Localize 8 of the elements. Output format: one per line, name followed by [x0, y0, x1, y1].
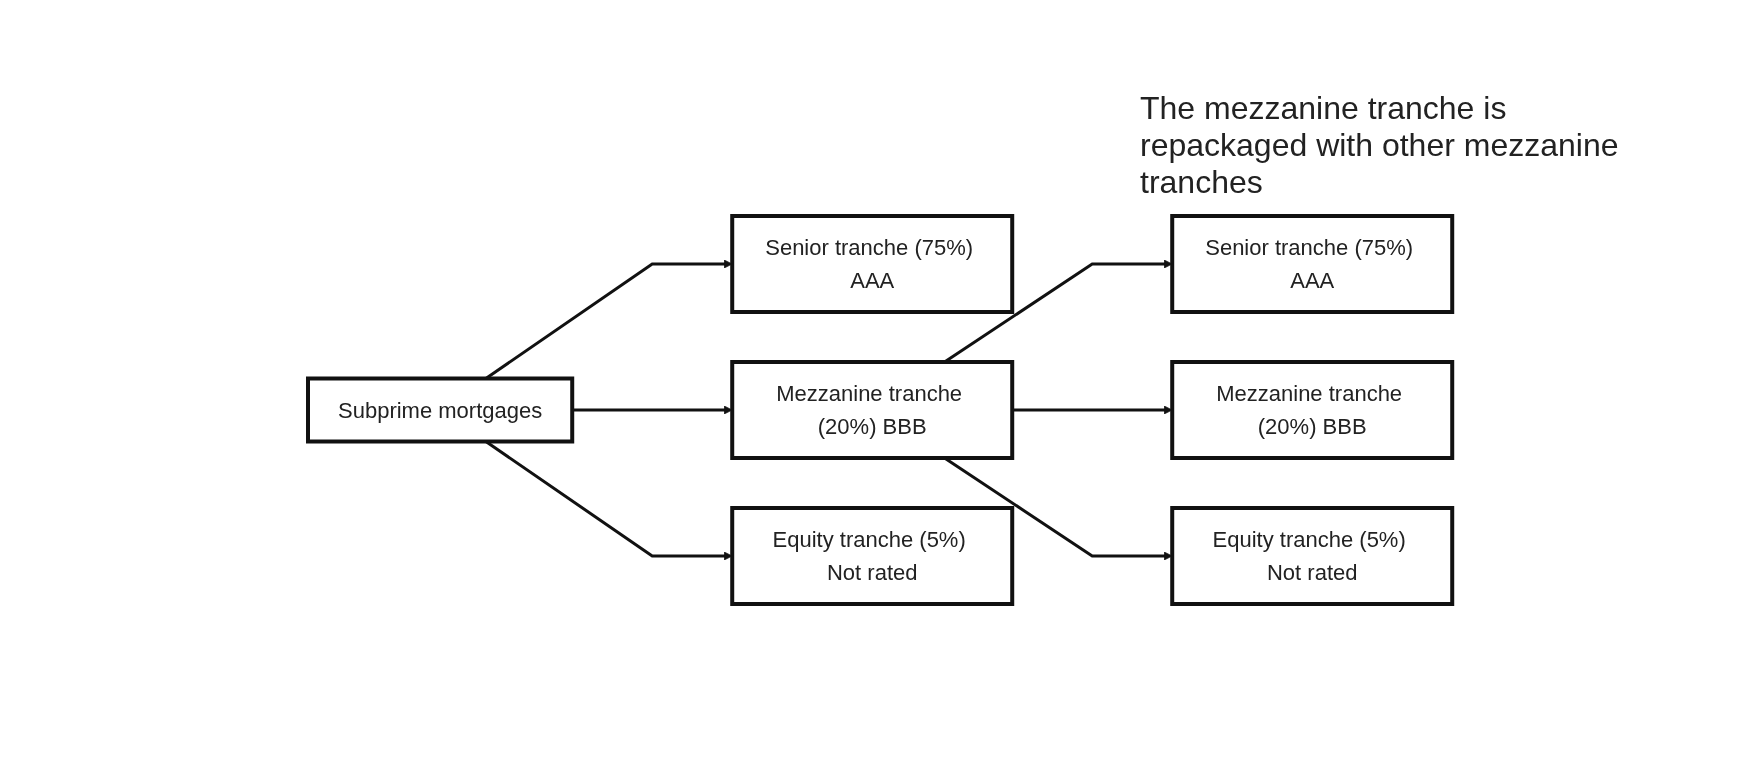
- node-box: Subprime mortgages: [305, 376, 575, 444]
- node-box: Equity tranche (5%) Not rated: [1170, 506, 1455, 606]
- node-box: Mezzanine tranche (20%) BBB: [1170, 360, 1455, 460]
- node-box: Equity tranche (5%) Not rated: [730, 506, 1015, 606]
- note-text: The mezzanine tranche is repackaged with other mezzanine tranches: [1140, 90, 1620, 201]
- node-box: Senior tranche (75%) AAA: [730, 214, 1015, 314]
- node-box: Senior tranche (75%) AAA: [1170, 214, 1455, 314]
- node-box: Mezzanine tranche (20%) BBB: [730, 360, 1015, 460]
